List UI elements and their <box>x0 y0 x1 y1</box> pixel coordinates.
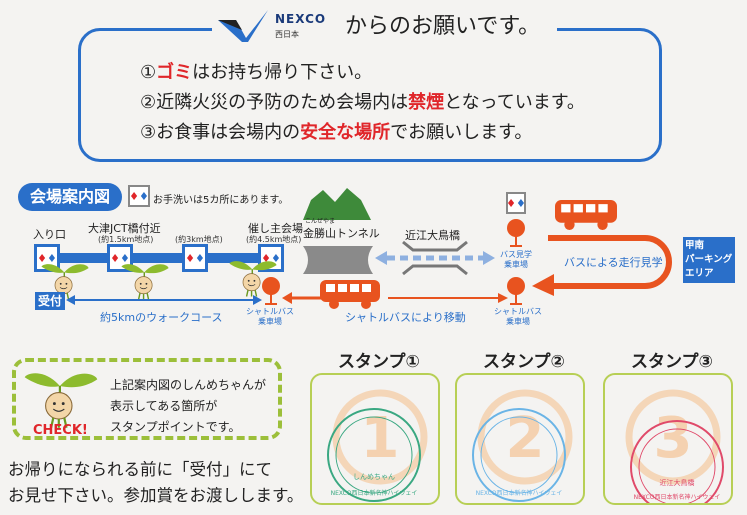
stamp-ring-text: NEXCO西日本新名神ハイウェイ <box>476 489 563 497</box>
stamp-title: スタンプ① <box>338 352 420 372</box>
stamp-title: スタンプ③ <box>631 352 713 372</box>
course-line <box>40 253 280 263</box>
shuttle-stop-pin-icon <box>506 276 526 306</box>
nexco-logo-icon <box>218 10 268 42</box>
restroom-icon: ♦♦ <box>107 244 133 272</box>
tunnel-icon <box>303 246 373 274</box>
nexco-logo-sub: 西日本 <box>275 30 299 39</box>
stop-label-main-venue: 催し主会場 <box>248 222 303 235</box>
stamp-text: しんめちゃん <box>353 473 395 481</box>
restroom-icon: ♦♦ <box>182 244 208 272</box>
footer-line-1: お帰りになられる前に「受付」にて <box>8 460 272 479</box>
footer-line-2: お見せ下さい。参加賞をお渡しします。 <box>8 486 304 505</box>
stamp-number: 2 <box>506 406 545 471</box>
restroom-icon: ♦♦ <box>128 185 150 207</box>
check-badge: CHECK! <box>33 423 88 438</box>
shuttle-stop-left-label: シャトルバス 乗車場 <box>246 307 294 326</box>
walk-course-arrow <box>66 295 262 305</box>
stop-label-otsu-jct: 大津JCT橋付近 <box>88 222 161 235</box>
rule-2: ②近隣火災の予防のため会場内は禁煙となっています。 <box>140 92 585 113</box>
mountain-icon <box>303 188 371 220</box>
bus-tour-stop-pin-icon <box>506 218 526 248</box>
tunnel-ruby: こんぜやま <box>305 218 336 225</box>
shuttle-bus-icon <box>320 280 380 310</box>
map-title: 会場案内図 <box>18 183 122 211</box>
stamp-mark-icon: 1 しんめちゃん NEXCO西日本新名神ハイウェイ <box>327 389 428 502</box>
page-title: からのお願いです。 <box>345 14 541 39</box>
nexco-logo-text: NEXCO <box>275 12 327 26</box>
reception-label: 受付 <box>35 292 65 310</box>
stop-distance: (約1.5km地点) <box>98 235 154 244</box>
stamp-box: 1 しんめちゃん NEXCO西日本新名神ハイウェイ <box>310 373 440 505</box>
stop-distance: (約3km地点) <box>175 235 223 244</box>
bus-tour-loop-arrow <box>532 235 672 296</box>
stop-label-entrance: 入り口 <box>33 228 66 241</box>
walk-course-label: 約5kmのウォークコース <box>100 311 223 324</box>
shinme-chan-mascot-icon <box>22 364 100 430</box>
stamp-number: 3 <box>654 406 693 471</box>
bridge-label: 近江大鳥橋 <box>405 229 460 242</box>
stamp-box: 3 近江大鳥橋 NEXCO西日本新名神ハイウェイ <box>603 373 733 505</box>
stamp-title: スタンプ② <box>483 352 565 372</box>
stamp-mark-icon: 2 NEXCO西日本新名神ハイウェイ <box>472 389 573 502</box>
tunnel-label: 金勝山トンネル <box>303 227 380 240</box>
stamp-ring-text: NEXCO西日本新名神ハイウェイ <box>331 489 418 497</box>
stop-distance: (約4.5km地点) <box>246 235 302 244</box>
bus-tour-label: バスによる走行見学 <box>564 256 663 269</box>
stamp-text: 近江大鳥橋 <box>660 478 695 487</box>
arrow-left-icon <box>282 292 322 304</box>
stamp-mark-icon: 3 近江大鳥橋 NEXCO西日本新名神ハイウェイ <box>625 389 724 503</box>
shuttle-stop-right-label: シャトルバス 乗車場 <box>494 307 542 326</box>
arrow-right-icon <box>388 293 508 303</box>
rule-3: ③お食事は会場内の安全な場所でお願いします。 <box>140 122 533 143</box>
shuttle-move-label: シャトルバスにより移動 <box>345 311 466 324</box>
stamp-box: 2 NEXCO西日本新名神ハイウェイ <box>455 373 585 505</box>
bus-tour-stop-label: バス見学 乗車場 <box>500 250 532 269</box>
rule-1: ①ゴミはお持ち帰り下さい。 <box>140 62 373 83</box>
tour-bus-icon <box>555 200 617 231</box>
shuttle-stop-pin-icon <box>261 276 281 306</box>
bridge-icon <box>375 240 495 276</box>
stamp-point-note <box>12 358 282 440</box>
stamp-ring-text: NEXCO西日本新名神ハイウェイ <box>634 493 721 501</box>
konan-parking-area: 甲南 パーキング エリア <box>683 237 735 283</box>
restroom-icon: ♦♦ <box>506 192 526 214</box>
check-text: 上記案内図のしんめちゃんが表示してある箇所がスタンプポイントです。 <box>110 378 267 434</box>
stamp-number: 1 <box>361 406 400 471</box>
toilet-note: お手洗いは5カ所にあります。 <box>153 195 289 206</box>
